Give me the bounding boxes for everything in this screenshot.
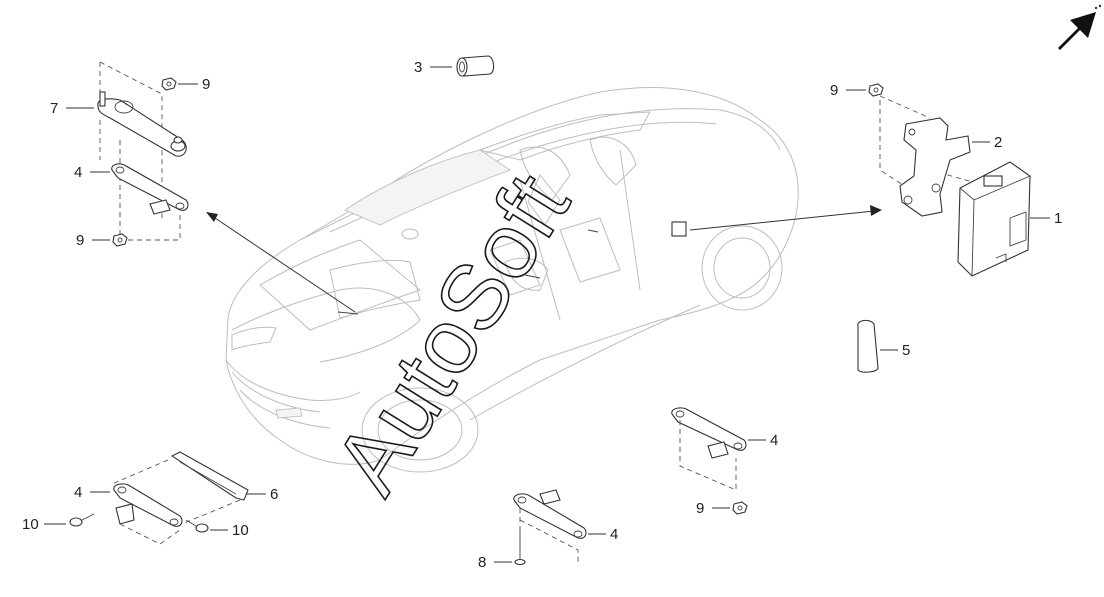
callout-9-left: 9	[76, 232, 84, 249]
callout-4-bottom-left: 4	[74, 484, 82, 501]
callout-10-left: 10	[22, 516, 39, 533]
callout-5: 5	[902, 342, 910, 359]
callout-9-bottom-right: 9	[696, 500, 704, 517]
callout-7: 7	[50, 100, 58, 117]
front-direction-arrow-icon	[1058, 4, 1102, 50]
callout-4-bottom-center: 4	[610, 526, 618, 543]
vehicle-illustration	[225, 87, 799, 473]
callout-6: 6	[270, 486, 278, 503]
pointer-arrows	[206, 205, 882, 313]
part-group-bottom-right	[671, 407, 766, 515]
callout-labels: 1 2 3 4 4 4 4 5 6 7 8 9 9 9 9 10 10	[22, 59, 1062, 571]
callout-10-right: 10	[232, 522, 249, 539]
part-group-right	[846, 83, 1050, 373]
callout-9-top-left: 9	[202, 76, 210, 93]
callout-8: 8	[478, 554, 486, 571]
callout-4-top-left: 4	[74, 164, 82, 181]
part-group-top-left	[66, 61, 198, 247]
callout-4-bottom-right: 4	[770, 432, 778, 449]
part-3-cylinder	[430, 55, 495, 77]
part-group-bottom-center	[494, 489, 606, 566]
callout-1: 1	[1054, 210, 1062, 227]
callout-2: 2	[994, 134, 1002, 151]
callout-3: 3	[414, 59, 422, 76]
callout-9-right: 9	[830, 82, 838, 99]
part-group-bottom-left	[44, 451, 266, 545]
